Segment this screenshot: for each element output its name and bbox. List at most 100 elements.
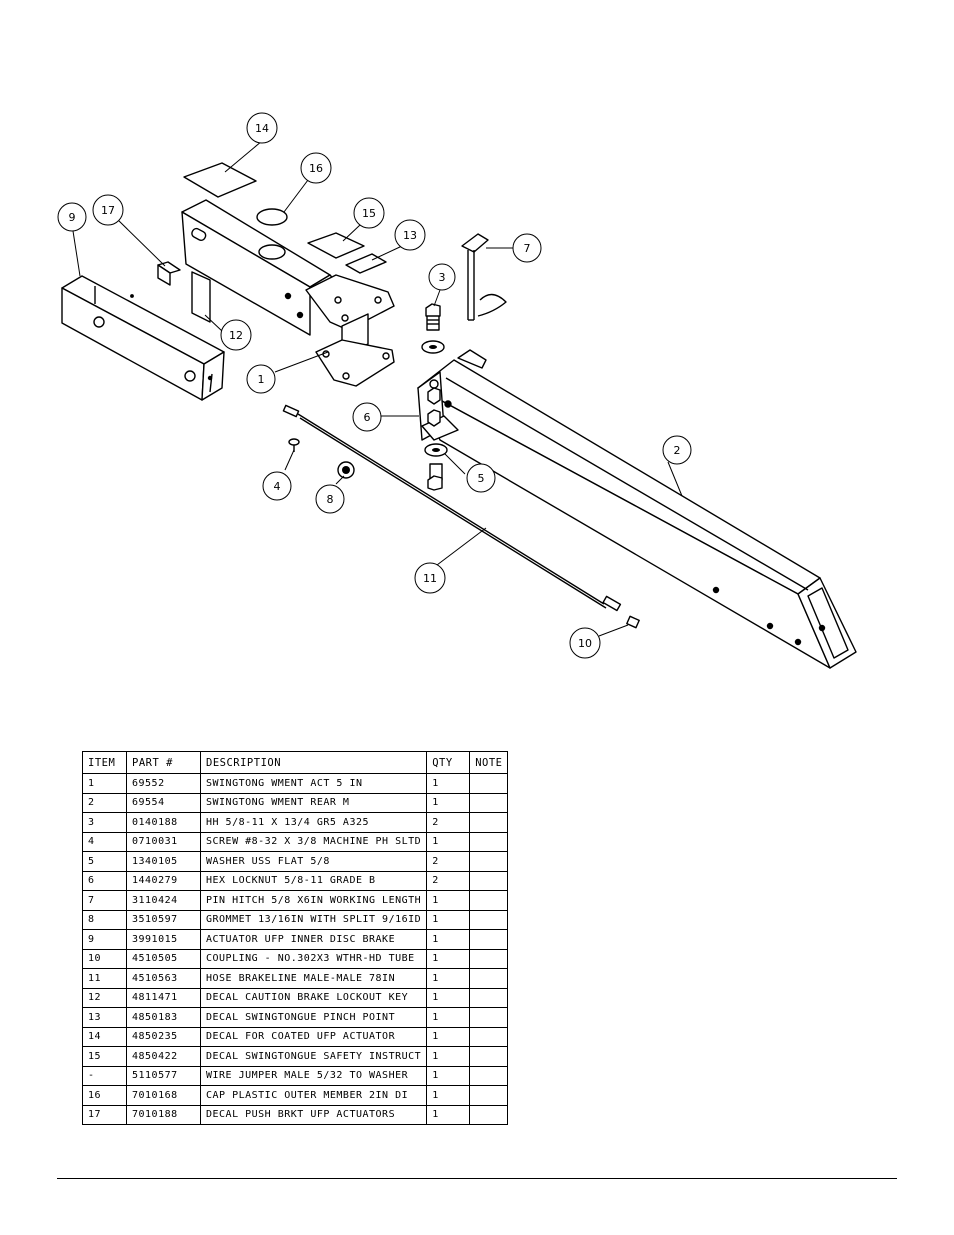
callout-13: 13 — [394, 219, 426, 251]
bom-item: 6 — [82, 870, 127, 891]
bom-qty: 1 — [426, 909, 471, 930]
bom-description: DECAL FOR COATED UFP ACTUATOR — [199, 1026, 428, 1047]
svg-text:11: 11 — [423, 572, 437, 585]
bom-note — [469, 987, 509, 1008]
bom-qty: 2 — [426, 851, 471, 872]
bom-description: WIRE JUMPER MALE 5/32 TO WASHER — [199, 1065, 428, 1086]
bom-qty: 1 — [426, 792, 471, 813]
decal-pinch-point — [345, 253, 387, 274]
svg-text:17: 17 — [101, 204, 115, 217]
decal-caution-lockout — [191, 271, 211, 323]
bom-item: 15 — [82, 1046, 127, 1067]
part-bracket-locknut — [417, 371, 459, 441]
svg-text:15: 15 — [362, 207, 376, 220]
callout-15: 15 — [353, 197, 385, 229]
bom-item: 4 — [82, 831, 127, 852]
callout-16: 16 — [300, 152, 332, 184]
bom-note — [469, 909, 509, 930]
bom-part: 4510563 — [126, 968, 201, 989]
bom-part: 1340105 — [126, 851, 201, 872]
bom-header-row: ITEM PART # DESCRIPTION QTY NOTE — [82, 751, 509, 774]
bom-part: 4850183 — [126, 1007, 201, 1028]
bom-note — [469, 1085, 509, 1106]
bom-item: - — [82, 1065, 127, 1086]
bom-description: DECAL SWINGTONGUE PINCH POINT — [199, 1007, 428, 1028]
bom-item: 8 — [82, 909, 127, 930]
bom-header-qty: QTY — [426, 751, 471, 774]
part-grommet — [337, 461, 355, 479]
svg-text:12: 12 — [229, 329, 243, 342]
bom-note — [469, 831, 509, 852]
bom-part: 4850235 — [126, 1026, 201, 1047]
callout-4: 4 — [262, 471, 292, 501]
svg-text:9: 9 — [69, 211, 76, 224]
bom-item: 2 — [82, 792, 127, 813]
bom-part: 69552 — [126, 773, 201, 794]
svg-text:2: 2 — [674, 444, 681, 457]
bom-qty: 1 — [426, 1104, 471, 1125]
bom-qty: 1 — [426, 773, 471, 794]
svg-text:1: 1 — [258, 373, 265, 386]
bom-item: 16 — [82, 1085, 127, 1106]
bom-part: 3110424 — [126, 890, 201, 911]
callout-9: 9 — [57, 202, 87, 232]
callout-1: 1 — [246, 364, 276, 394]
bom-description: SCREW #8-32 X 3/8 MACHINE PH SLTD — [199, 831, 428, 852]
bom-note — [469, 929, 509, 950]
bom-qty: 2 — [426, 812, 471, 833]
bom-part: 4811471 — [126, 987, 201, 1008]
svg-text:14: 14 — [255, 122, 269, 135]
svg-text:13: 13 — [403, 229, 417, 242]
bom-part: 0140188 — [126, 812, 201, 833]
part-brake-hose — [282, 404, 622, 612]
bom-header-note: NOTE — [469, 751, 509, 774]
svg-text:10: 10 — [578, 637, 592, 650]
bom-note — [469, 792, 509, 813]
bom-qty: 1 — [426, 1085, 471, 1106]
bom-description: DECAL SWINGTONGUE SAFETY INSTRUCT — [199, 1046, 428, 1067]
bom-description: PIN HITCH 5/8 X6IN WORKING LENGTH — [199, 890, 428, 911]
bom-description: DECAL CAUTION BRAKE LOCKOUT KEY — [199, 987, 428, 1008]
bom-note — [469, 1046, 509, 1067]
callout-2: 2 — [662, 435, 692, 465]
bom-item: 12 — [82, 987, 127, 1008]
bom-description: HH 5/8-11 X 13/4 GR5 A325 — [199, 812, 428, 833]
bom-description: CAP PLASTIC OUTER MEMBER 2IN DI — [199, 1085, 428, 1106]
bom-description: ACTUATOR UFP INNER DISC BRAKE — [199, 929, 428, 950]
bom-note — [469, 870, 509, 891]
svg-text:4: 4 — [274, 480, 281, 493]
bom-item: 3 — [82, 812, 127, 833]
bom-qty: 1 — [426, 831, 471, 852]
bom-note — [469, 890, 509, 911]
bom-note — [469, 1026, 509, 1047]
bom-note — [469, 1065, 509, 1086]
bom-part: 7010168 — [126, 1085, 201, 1106]
bom-item: 17 — [82, 1104, 127, 1125]
bom-note — [469, 948, 509, 969]
bom-item: 9 — [82, 929, 127, 950]
bom-note — [469, 1007, 509, 1028]
bom-item: 10 — [82, 948, 127, 969]
bom-part: 69554 — [126, 792, 201, 813]
part-hex-bolt — [425, 303, 441, 331]
decal-push-brkt-face — [157, 264, 171, 286]
bom-item: 14 — [82, 1026, 127, 1047]
bom-qty: 2 — [426, 870, 471, 891]
bom-header-item: ITEM — [82, 751, 127, 774]
callout-3: 3 — [428, 263, 456, 291]
bom-header-description: DESCRIPTION — [199, 751, 428, 774]
svg-text:7: 7 — [524, 242, 531, 255]
